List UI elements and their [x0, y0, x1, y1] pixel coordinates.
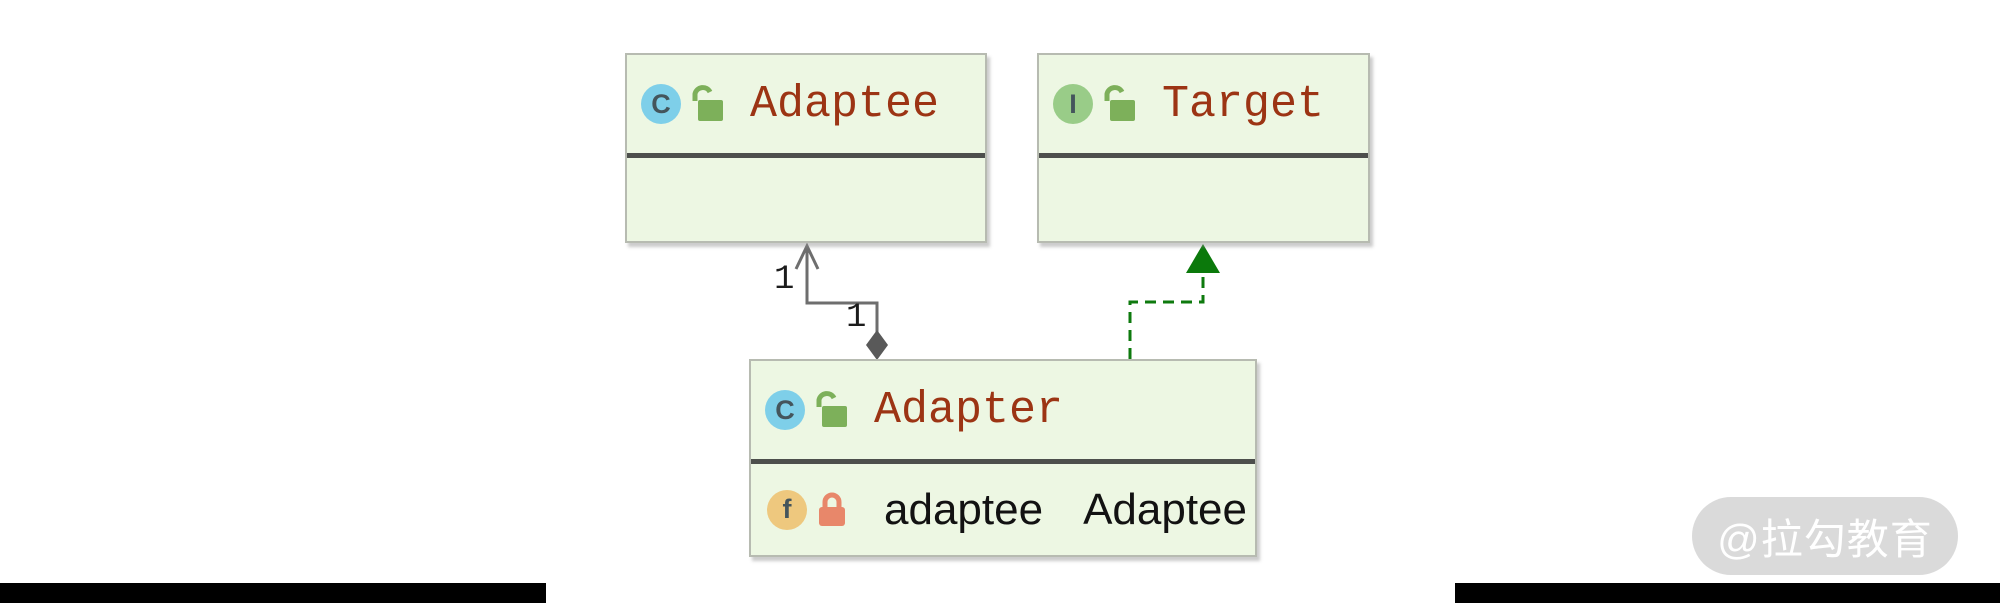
interface-node-target[interactable]: I Target	[1037, 53, 1370, 243]
class-badge-icon: C	[765, 390, 805, 430]
implements-edge	[1128, 244, 1220, 359]
node-header: C Adapter	[751, 361, 1255, 464]
class-name: Adaptee	[750, 78, 940, 130]
public-unlock-icon	[1102, 83, 1138, 125]
field-badge-icon: f	[767, 489, 807, 530]
interface-name: Target	[1162, 78, 1325, 130]
watermark-text: @拉勾教育	[1717, 515, 1933, 563]
open-arrowhead-icon	[794, 242, 820, 270]
implements-line	[1128, 273, 1205, 359]
field-type: Adaptee	[1083, 484, 1247, 534]
node-header: I Target	[1039, 55, 1368, 158]
composition-edge	[794, 242, 888, 360]
public-unlock-icon	[814, 389, 850, 431]
implements-triangle-icon	[1186, 244, 1220, 273]
class-node-adaptee[interactable]: C Adaptee	[625, 53, 987, 243]
multiplicity-label-adaptee-end: 1	[774, 261, 795, 299]
multiplicity-label-adapter-end: 1	[846, 299, 867, 337]
node-body	[1039, 158, 1368, 241]
watermark-badge: @拉勾教育	[1692, 497, 1958, 575]
class-badge-icon: C	[641, 84, 681, 124]
private-lock-icon	[816, 491, 848, 529]
field-name: adaptee	[884, 484, 1044, 534]
node-header: C Adaptee	[627, 55, 985, 158]
bottom-right-black-bar	[1455, 583, 2000, 603]
interface-badge-icon: I	[1053, 84, 1093, 124]
class-name: Adapter	[874, 384, 1064, 436]
field-row-adaptee[interactable]: f adaptee Adaptee	[751, 464, 1255, 555]
composition-line	[805, 246, 879, 332]
node-body	[627, 158, 985, 241]
bottom-left-black-bar	[0, 583, 546, 603]
class-node-adapter[interactable]: C Adapter f adaptee Adaptee	[749, 359, 1257, 557]
public-unlock-icon	[690, 83, 726, 125]
composition-diamond-icon	[866, 330, 888, 360]
